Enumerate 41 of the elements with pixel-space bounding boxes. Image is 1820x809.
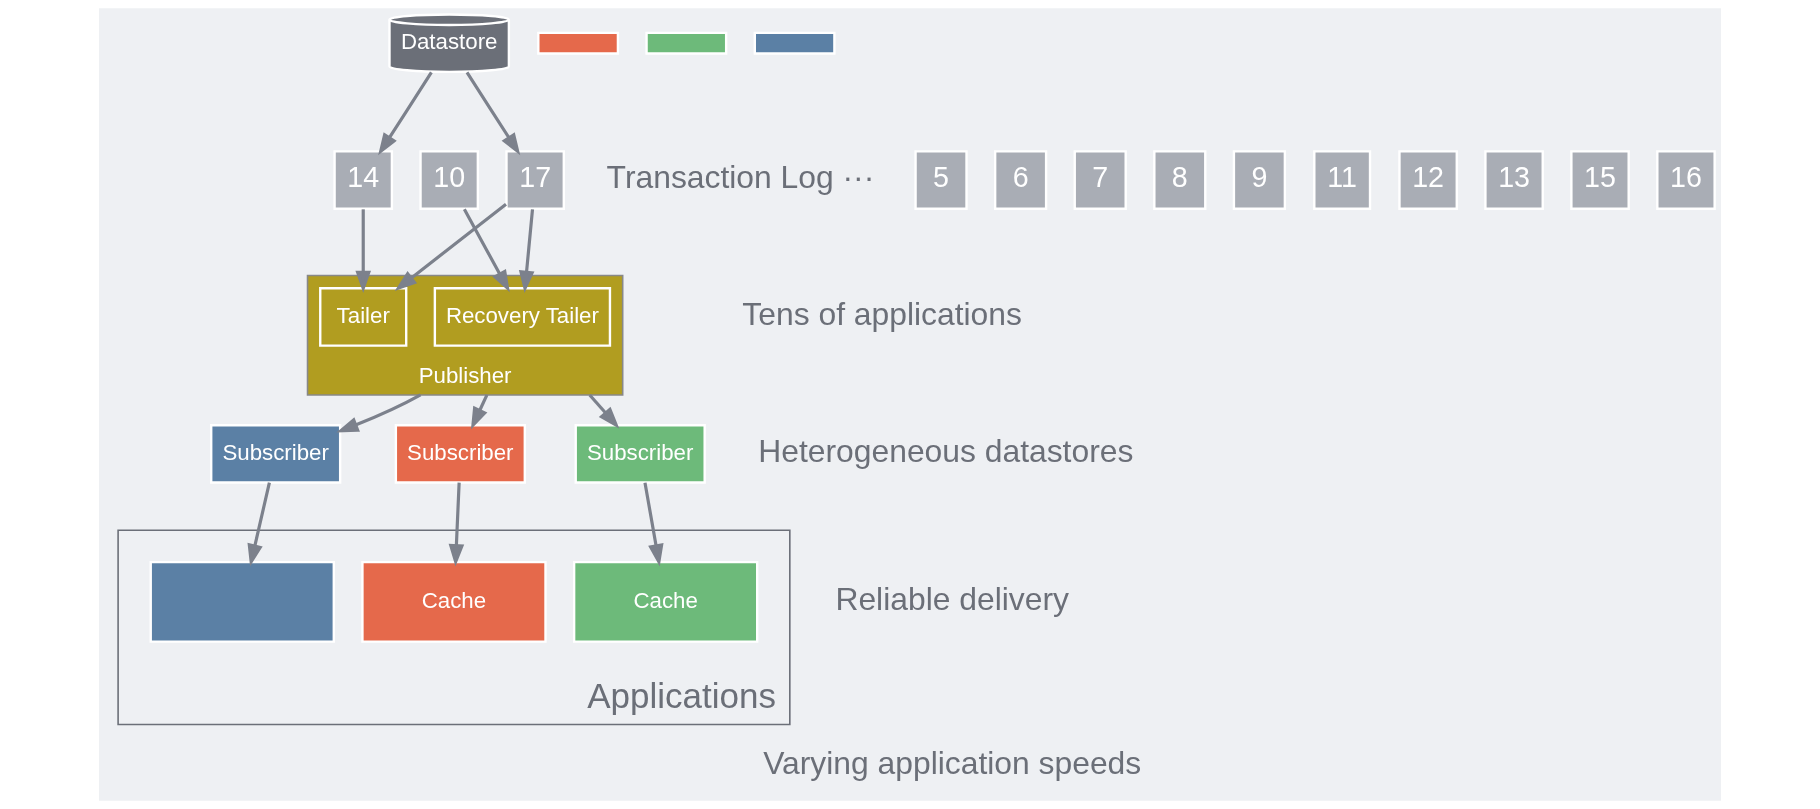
node-box: Subscriber: [394, 424, 526, 484]
arrow: [336, 393, 422, 433]
arrow: [247, 482, 271, 567]
label: Varying application speeds: [763, 744, 1142, 781]
node-box: 17: [505, 150, 565, 210]
arrow: [465, 71, 521, 156]
node-box: 7: [1073, 150, 1127, 210]
node-box: 14: [333, 150, 394, 210]
node-box: Cache: [361, 560, 547, 643]
arrow: [470, 394, 489, 430]
node-box: Cache: [572, 560, 759, 643]
node-box: Recovery Tailer: [433, 287, 612, 347]
arrow: [643, 482, 664, 567]
label: Heterogeneous datastores: [758, 432, 1134, 469]
node-bar: [537, 31, 620, 55]
node-box: 10: [419, 150, 480, 210]
node-bar: [753, 31, 836, 55]
node-box: 12: [1398, 150, 1458, 210]
node-box: 8: [1153, 150, 1207, 210]
arrow: [448, 482, 465, 567]
node-box: Subscriber: [210, 424, 342, 484]
node-box: 6: [993, 150, 1048, 210]
node-bar: [645, 31, 728, 55]
arrow: [355, 209, 372, 293]
node-box: 16: [1656, 150, 1716, 210]
arrow: [394, 203, 507, 291]
label: Transaction Log ···: [606, 159, 875, 196]
label: Tens of applications: [742, 295, 1022, 332]
arrow: [518, 209, 535, 293]
node-box: [149, 560, 335, 643]
node-box: Subscriber: [574, 424, 706, 484]
node-box: 5: [914, 150, 968, 210]
node-box: Tailer: [319, 287, 408, 347]
arrow: [462, 208, 510, 293]
arrow: [588, 393, 620, 429]
label: Reliable delivery: [835, 580, 1069, 617]
arrow: [378, 71, 433, 156]
node-box: 11: [1313, 150, 1372, 210]
node-box: 9: [1232, 150, 1287, 210]
node-box: 13: [1484, 150, 1544, 210]
node-box: 15: [1570, 150, 1630, 210]
